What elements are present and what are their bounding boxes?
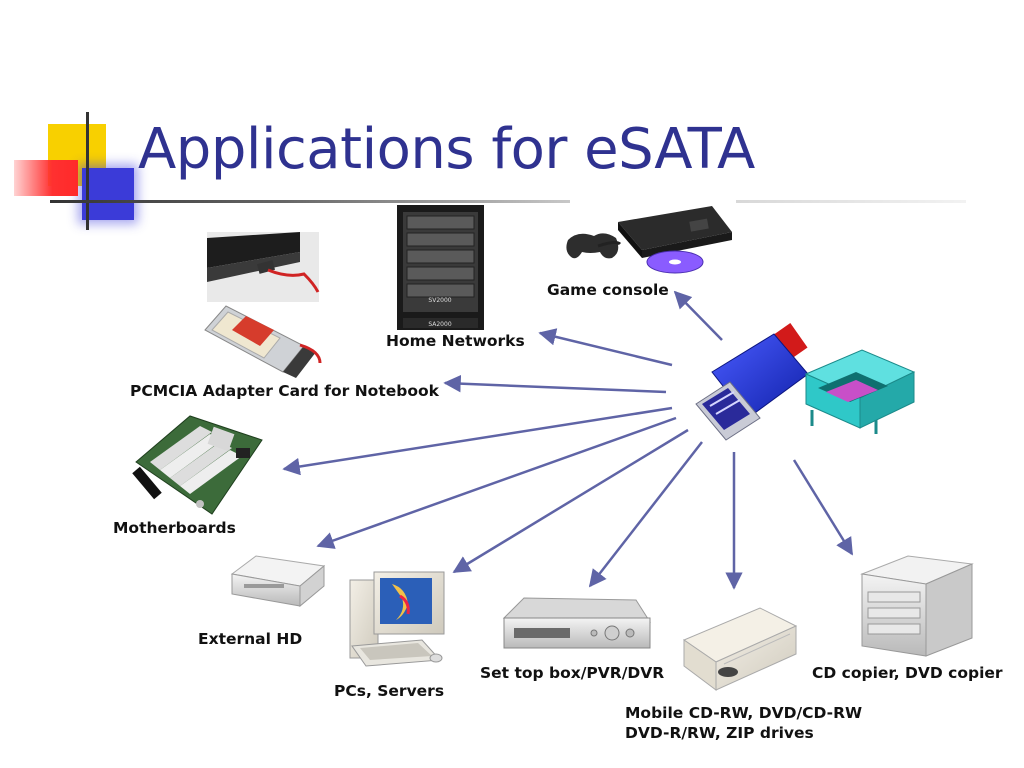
pcmcia-card-image xyxy=(204,305,322,378)
set-top-box-image xyxy=(502,597,651,649)
game-console-image xyxy=(566,206,732,274)
home-networks-image: SV2000 SA2000 xyxy=(397,205,484,330)
title-decor-red-square xyxy=(14,160,78,196)
arrow-pcmcia xyxy=(443,374,667,394)
title-decor-vertical-line xyxy=(86,112,89,230)
label-pcs-servers: PCs, Servers xyxy=(334,682,445,700)
label-external-hd: External HD xyxy=(198,630,303,648)
esata-socket-image xyxy=(804,349,916,434)
label-game-console: Game console xyxy=(547,281,669,299)
pcmcia-notebook-image xyxy=(207,232,320,302)
title-underline-faded xyxy=(736,200,966,203)
label-mobile-drives-line1: Mobile CD-RW, DVD/CD-RW xyxy=(625,704,863,722)
pc-server-image xyxy=(349,571,445,667)
nas-label-sv2000: SV2000 xyxy=(428,297,451,304)
label-mobile-drives-line2: DVD-R/RW, ZIP drives xyxy=(625,724,814,742)
arrow-set-top-box xyxy=(588,441,703,588)
arrow-external-hd xyxy=(316,416,677,549)
label-set-top-box: Set top box/PVR/DVR xyxy=(480,664,665,682)
arrow-pcs-servers xyxy=(452,428,689,574)
external-hd-image xyxy=(230,555,326,608)
arrow-home-networks xyxy=(538,328,673,367)
title-decor-blue-square xyxy=(82,168,134,220)
esata-connector-image xyxy=(695,322,809,441)
cd-copier-image xyxy=(860,555,974,657)
motherboard-image xyxy=(132,415,263,515)
slide-title: Applications for eSATA xyxy=(138,117,755,182)
label-home-networks: Home Networks xyxy=(386,332,525,350)
arrow-cd-copier xyxy=(792,459,854,556)
label-motherboards: Motherboards xyxy=(113,519,236,537)
arrows xyxy=(282,290,854,590)
arrow-game-console xyxy=(673,290,723,341)
title-underline xyxy=(50,200,570,203)
arrow-motherboards xyxy=(282,406,673,476)
nas-label-sa2000: SA2000 xyxy=(428,321,451,328)
label-cd-copier: CD copier, DVD copier xyxy=(812,664,1003,682)
label-pcmcia: PCMCIA Adapter Card for Notebook xyxy=(130,382,439,400)
mobile-drive-image xyxy=(682,607,798,691)
